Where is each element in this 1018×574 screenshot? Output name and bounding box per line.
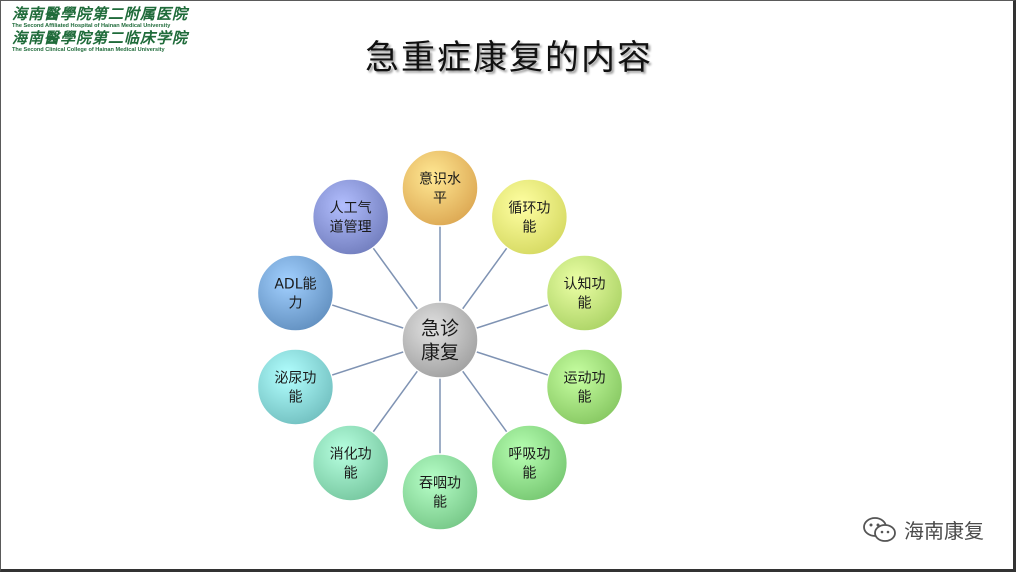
- diagram-node-label: 能: [522, 219, 536, 235]
- diagram-node-label: 能: [578, 389, 592, 405]
- diagram-node-label: 道管理: [330, 219, 372, 235]
- wechat-icon: [863, 516, 896, 542]
- diagram-node-label: 能: [522, 465, 536, 481]
- logo-line2-en: The Second Clinical College of Hainan Me…: [12, 47, 165, 53]
- diagram-node-label: 能: [433, 494, 447, 510]
- diagram-node-circle: [401, 453, 479, 531]
- diagram-node-label: ADL能: [274, 276, 316, 292]
- logo-line1-cn: 海南醫學院第二附属医院: [12, 5, 189, 23]
- diagram-node-circle: [545, 348, 624, 426]
- diagram-node-label: 运动功: [564, 370, 606, 386]
- slide-title: 急重症康复的内容: [365, 38, 653, 78]
- diagram-node-label: 能: [578, 295, 592, 311]
- diagram-node-circle: [490, 178, 569, 256]
- diagram-node-label: 能: [344, 465, 358, 481]
- diagram-center-label: 康复: [421, 342, 459, 364]
- diagram-node-label: 吞咽功: [419, 475, 461, 491]
- hospital-logo: 海南醫學院第二附属医院 The Second Affiliated Hospit…: [12, 6, 212, 54]
- diagram-node-circle: [256, 254, 335, 332]
- diagram-node-label: 能: [288, 389, 302, 405]
- diagram-node-circle: [311, 424, 390, 502]
- watermark: 海南康复: [862, 515, 984, 544]
- diagram-node-circle: [545, 254, 624, 332]
- diagram-node-label: 意识水: [419, 170, 461, 187]
- diagram-node-label: 平: [433, 190, 447, 206]
- diagram-node-circle: [256, 348, 335, 426]
- diagram-node-label: 认知功: [564, 275, 606, 292]
- diagram-node-label: 力: [288, 295, 302, 311]
- diagram-node-label: 呼吸功: [508, 446, 550, 462]
- diagram-node-circle: [311, 178, 390, 256]
- diagram-node-label: 泌尿功: [274, 370, 316, 386]
- logo-line2-cn: 海南醫學院第二临床学院: [12, 29, 189, 47]
- diagram-node-label: 循环功: [508, 200, 550, 216]
- diagram-center-circle: [401, 301, 479, 379]
- diagram-node-label: 消化功: [330, 446, 372, 462]
- diagram-node-label: 人工气: [330, 200, 372, 216]
- diagram-center-label: 急诊: [421, 318, 459, 340]
- diagram-node-circle: [401, 149, 479, 227]
- logo-line1-en: The Second Affiliated Hospital of Hainan…: [12, 23, 171, 29]
- node-group: 意识水平循环功能认知功能运动功能呼吸功能吞咽功能消化功能泌尿功能ADL能力人工气…: [256, 149, 624, 531]
- watermark-text: 海南康复: [904, 519, 984, 543]
- diagram-node-circle: [490, 424, 569, 502]
